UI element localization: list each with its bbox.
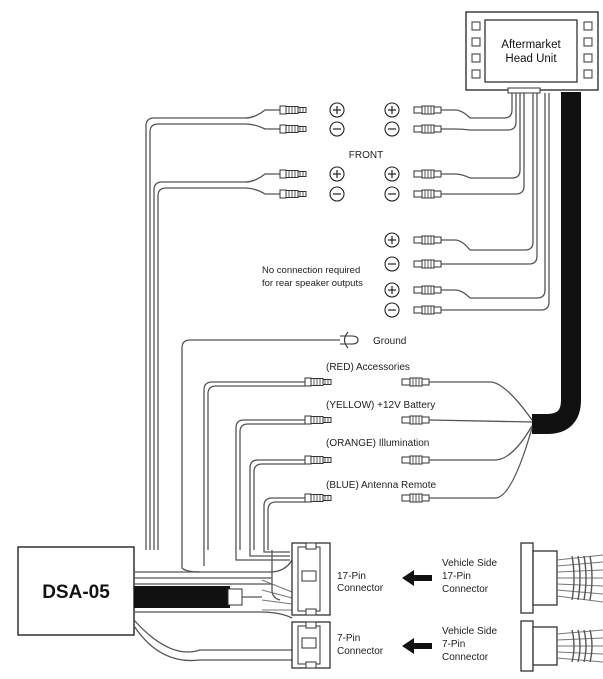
head-unit-label-line2: Head Unit — [505, 53, 557, 65]
connector-7-label-line1: 7-Pin — [337, 633, 360, 644]
dsa-to-17pin-wires — [133, 550, 293, 662]
dsa-trunk-wires — [145, 126, 159, 550]
battery-label: (YELLOW) +12V Battery — [326, 400, 435, 411]
top-wires-into-17pin — [181, 550, 290, 573]
ground-label: Ground — [373, 336, 406, 347]
vehicle-17-label-line3: Connector — [442, 584, 489, 595]
connector-7-label-line2: Connector — [337, 646, 384, 657]
vehicle-7-label-line1: Vehicle Side — [442, 626, 497, 637]
connector-17-label-line2: Connector — [337, 583, 384, 594]
head-unit: Aftermarket Head Unit — [465, 11, 599, 94]
dsa-05-label: DSA-05 — [42, 582, 110, 603]
vehicle-connector-7-pin — [520, 620, 603, 672]
antenna-label: (BLUE) Antenna Remote — [326, 480, 436, 491]
front-label: FRONT — [349, 150, 383, 161]
main-harness-cable — [532, 92, 581, 434]
vehicle-connector-17-pin — [520, 542, 603, 614]
front-speaker-group-2 — [153, 166, 471, 202]
vehicle-7-label-line3: Connector — [442, 652, 489, 663]
connector-7-pin: 7-Pin Connector — [291, 621, 384, 669]
dsa-05-module: DSA-05 — [17, 546, 135, 636]
vehicle-17-label-line1: Vehicle Side — [442, 558, 497, 569]
rear-speaker-group-2 — [384, 282, 471, 318]
no-connection-note-line1: No connection required — [262, 265, 360, 276]
accessories-label: (RED) Accessories — [326, 362, 410, 373]
rear-speaker-group-1 — [384, 232, 471, 272]
power-wire-illumination: (ORANGE) Illumination — [249, 425, 533, 550]
head-unit-speaker-wires — [470, 93, 550, 311]
front-speaker-group-1 — [145, 102, 471, 137]
vehicle-7-label-line2: 7-Pin — [442, 639, 465, 650]
vehicle-17-label-line2: 17-Pin — [442, 571, 471, 582]
head-unit-label-line1: Aftermarket — [501, 39, 561, 51]
arrow-7pin — [402, 638, 432, 654]
arrow-17pin — [402, 570, 432, 586]
power-wire-battery: (YELLOW) +12V Battery — [235, 400, 533, 550]
connector-17-label-line1: 17-Pin — [337, 571, 366, 582]
power-wire-antenna: (BLUE) Antenna Remote — [263, 427, 533, 550]
no-connection-note-line2: for rear speaker outputs — [262, 278, 363, 289]
illumination-label: (ORANGE) Illumination — [326, 438, 429, 449]
power-wire-accessories: (RED) Accessories — [203, 362, 533, 550]
connector-17-pin: 17-Pin Connector — [291, 542, 384, 616]
ground-wire: Ground — [181, 331, 406, 550]
